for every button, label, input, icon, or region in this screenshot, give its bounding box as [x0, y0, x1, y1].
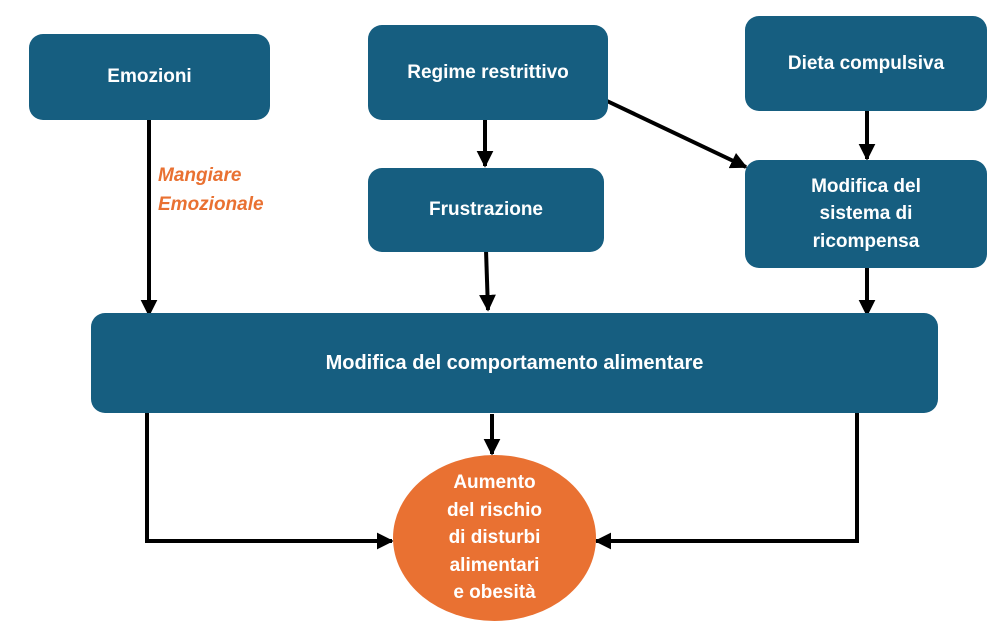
node-regime-restrittivo-label: Regime restrittivo: [407, 61, 569, 83]
node-regime-restrittivo: Regime restrittivo: [368, 25, 608, 120]
arrow-regime-to-ricompensa: [606, 99, 748, 169]
node-emozioni-label: Emozioni: [107, 66, 192, 88]
edge-label-mangiare-emozionale: Mangiare Emozionale: [158, 165, 264, 215]
arrow-left-path-to-aumento: [145, 412, 394, 550]
node-modifica-sistema-ricompensa: Modifica del sistema di ricompensa: [745, 160, 987, 268]
node-modifica-comportamento-label: Modifica del comportamento alimentare: [325, 351, 704, 374]
node-aumento-rischio: Aumento del rischio di disturbi alimenta…: [393, 455, 596, 621]
node-frustrazione: Frustrazione: [368, 168, 604, 252]
node-modifica-sistema-ricompensa-label: Modifica del sistema di ricompensa: [811, 175, 921, 252]
arrow-frustrazione-to-comportamento: [479, 249, 496, 312]
node-dieta-compulsiva: Dieta compulsiva: [745, 16, 987, 111]
arrow-right-path-to-aumento: [594, 412, 859, 550]
node-emozioni: Emozioni: [29, 34, 270, 120]
node-aumento-rischio-label: Aumento del rischio di disturbi alimenta…: [446, 472, 543, 604]
node-frustrazione-label: Frustrazione: [428, 199, 544, 221]
node-dieta-compulsiva-label: Dieta compulsiva: [787, 52, 945, 74]
node-modifica-comportamento: Modifica del comportamento alimentare: [91, 313, 938, 413]
